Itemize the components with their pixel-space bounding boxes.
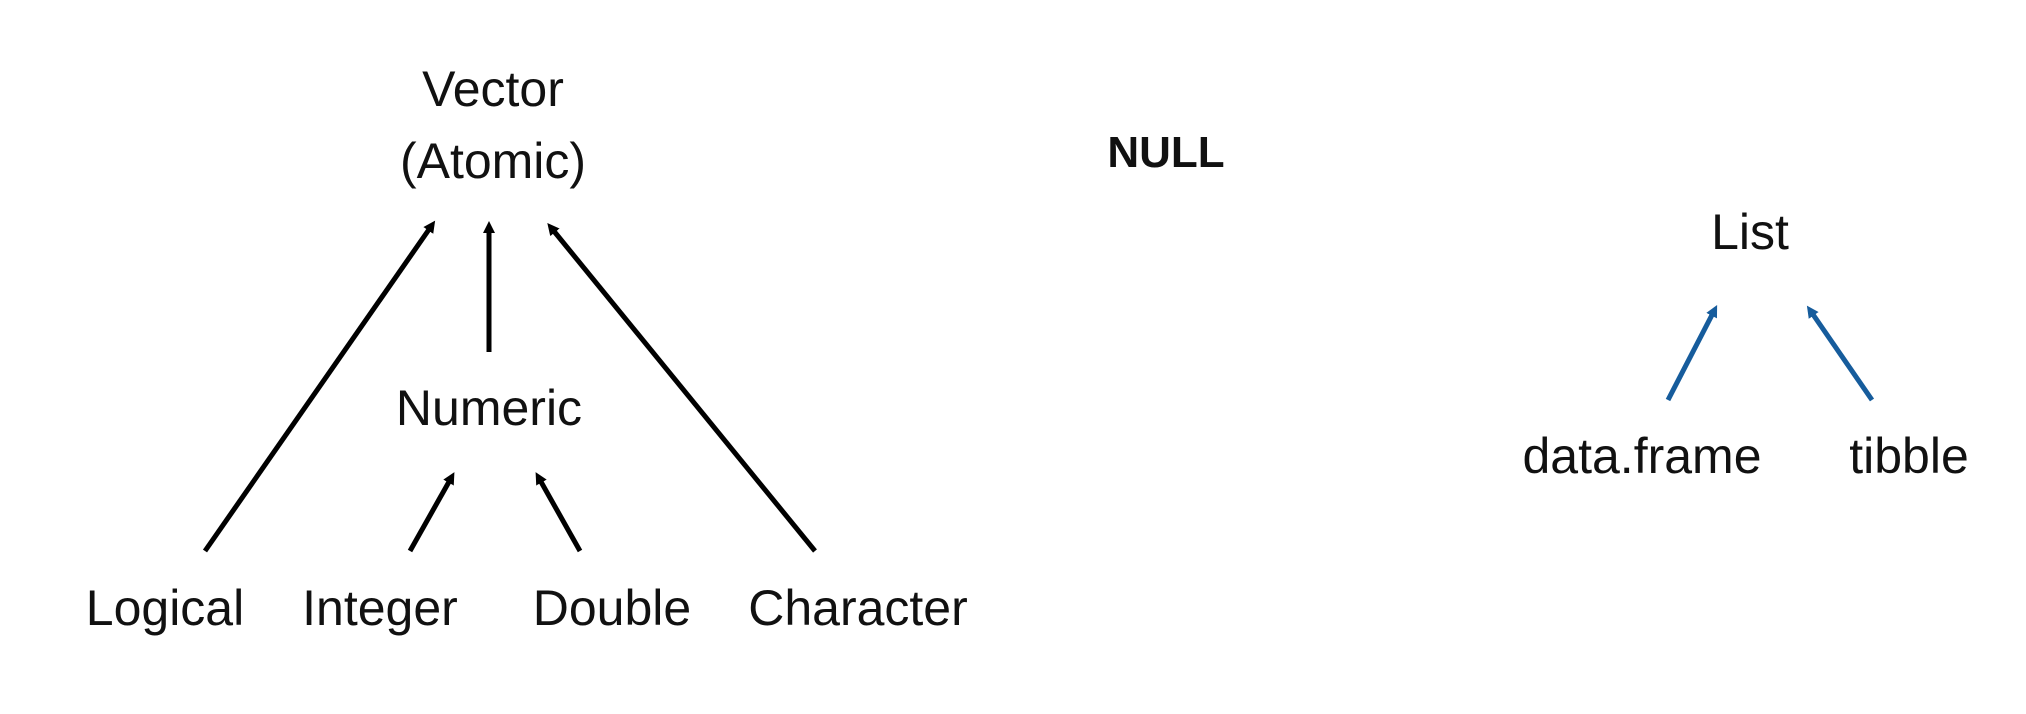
double-to-numeric-arrow	[535, 472, 583, 553]
numeric-node-label: Numeric	[396, 380, 582, 436]
integer-to-numeric-arrow	[407, 472, 455, 553]
character-leaf-label: Character	[748, 580, 968, 636]
tibble-leaf-label: tibble	[1849, 428, 1969, 484]
list-tree-arrows	[1665, 305, 1875, 402]
list-tree: List data.frame tibble	[1522, 204, 1968, 484]
atomic-tree-arrows	[202, 220, 817, 553]
logical-leaf-label: Logical	[86, 580, 244, 636]
atomic-vector-tree: Vector (Atomic) Numeric Logical Integer …	[86, 61, 968, 636]
list-node-label: List	[1711, 204, 1789, 260]
tibble-to-list-arrow	[1806, 305, 1875, 402]
vector-node-label: Vector	[422, 61, 564, 117]
character-to-vector-arrow	[547, 223, 817, 553]
data-frame-leaf-label: data.frame	[1522, 428, 1761, 484]
data-frame-to-list-arrow	[1665, 305, 1718, 402]
atomic-node-label: (Atomic)	[400, 133, 586, 189]
integer-leaf-label: Integer	[302, 580, 458, 636]
logical-to-vector-arrow	[202, 220, 436, 553]
double-leaf-label: Double	[533, 580, 691, 636]
null-label: NULL	[1107, 128, 1224, 177]
